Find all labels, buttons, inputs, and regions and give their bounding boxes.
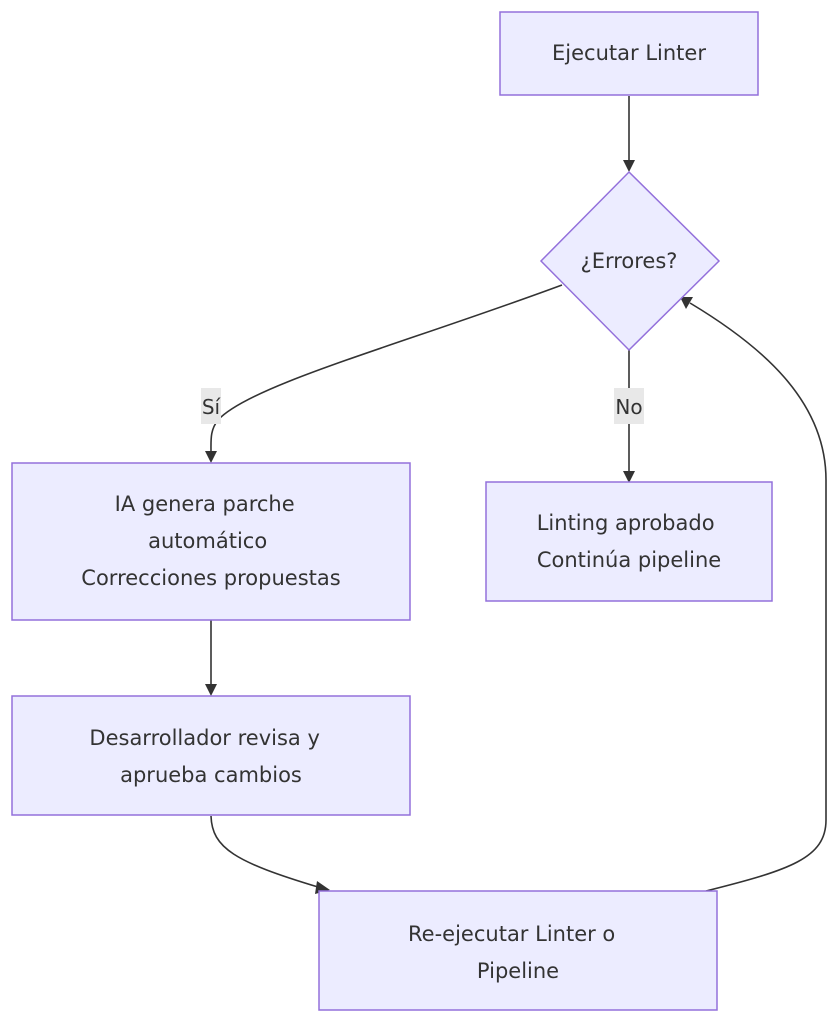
svg-text:¿Errores?: ¿Errores? xyxy=(581,249,678,273)
edge-label-yes-text: Sí xyxy=(202,395,222,419)
arrowhead-icon xyxy=(680,297,693,309)
svg-text:Ejecutar Linter: Ejecutar Linter xyxy=(552,41,706,65)
svg-text:Linting aprobado Continú: Linting aprobado Continúa pipeline xyxy=(537,511,722,572)
edge-label-yes: Sí xyxy=(201,388,222,424)
edge-label-no-text: No xyxy=(615,395,642,419)
node-ai-patch-line-3: Correcciones propuestas xyxy=(81,566,340,590)
edge-rerun-to-errors xyxy=(689,302,827,892)
node-rerun-line-1: Re-ejecutar Linter o xyxy=(408,922,615,946)
svg-text:IA genera parche automát: IA genera parche automático Correcciones… xyxy=(81,492,340,590)
node-errors-decision: ¿Errores? xyxy=(539,170,721,352)
node-ai-patch: IA genera parche automático Correcciones… xyxy=(11,462,411,621)
node-run-linter: Ejecutar Linter xyxy=(499,11,759,96)
node-errors-line-1: ¿Errores? xyxy=(581,249,678,273)
svg-text:Desarrollador revisa y a: Desarrollador revisa y aprueba cambios xyxy=(89,726,326,787)
node-dev-review: Desarrollador revisa y aprueba cambios xyxy=(11,695,411,816)
node-ai-patch-line-1: IA genera parche xyxy=(115,492,295,516)
arrowhead-icon xyxy=(623,160,635,172)
edge-dev-review-to-rerun xyxy=(210,815,319,888)
node-run-linter-line-1: Ejecutar Linter xyxy=(552,41,706,65)
node-rerun-line-2: Pipeline xyxy=(477,959,559,983)
node-ai-patch-line-2: automático xyxy=(148,529,267,553)
node-lint-ok-line-2: Continúa pipeline xyxy=(537,548,721,572)
node-dev-review-line-1: Desarrollador revisa y xyxy=(89,726,319,750)
edge-errors-yes-to-ai-patch xyxy=(210,284,563,453)
svg-text:Re-ejecutar Linter o Pip: Re-ejecutar Linter o Pipeline xyxy=(408,922,622,983)
edge-label-no: No xyxy=(614,388,644,424)
arrowhead-icon xyxy=(205,451,217,463)
node-rerun: Re-ejecutar Linter o Pipeline xyxy=(318,890,718,1011)
node-lint-ok: Linting aprobado Continúa pipeline xyxy=(485,481,773,602)
node-lint-ok-line-1: Linting aprobado xyxy=(537,511,715,535)
node-dev-review-line-2: aprueba cambios xyxy=(120,763,302,787)
arrowhead-icon xyxy=(623,471,635,483)
arrowhead-icon xyxy=(205,684,217,696)
